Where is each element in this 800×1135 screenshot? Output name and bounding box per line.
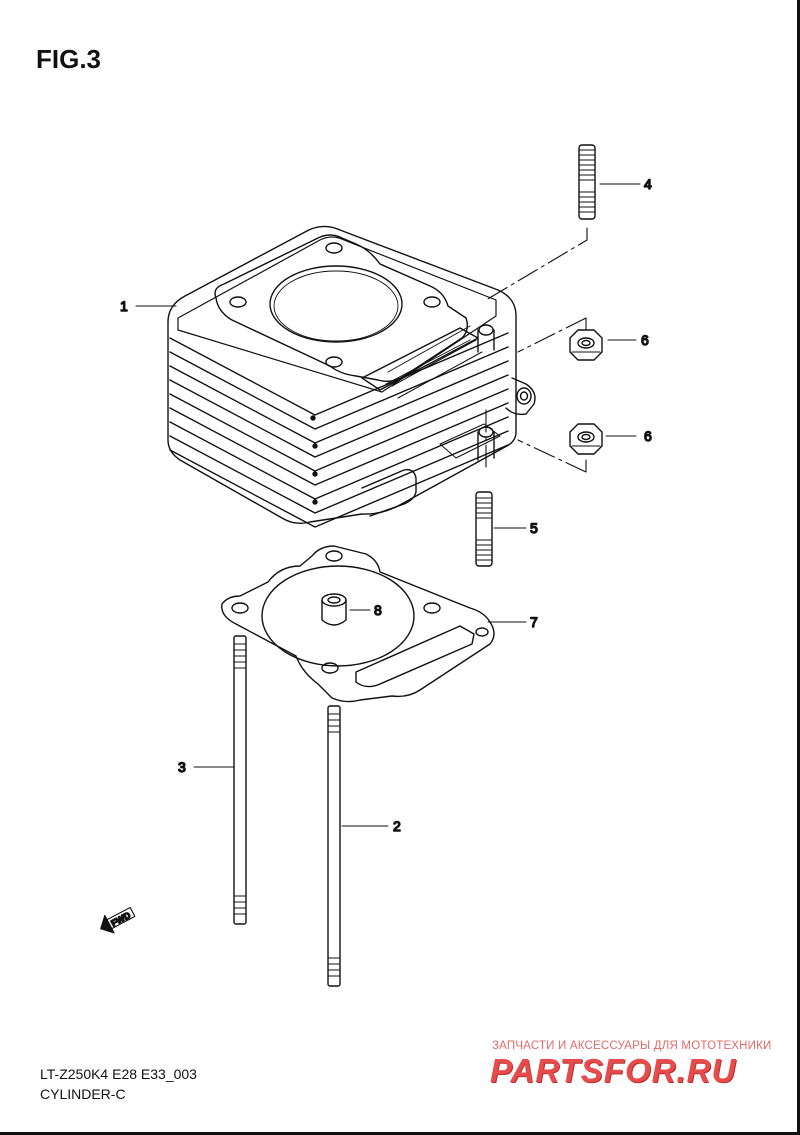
callout-7: 7 xyxy=(530,614,538,630)
stud-upper xyxy=(578,144,596,220)
diagram-code: LT-Z250K4 E28 E33_003 xyxy=(40,1066,197,1082)
leader-lines xyxy=(135,183,641,827)
assembly-lines xyxy=(485,227,588,473)
cylinder-base-gasket xyxy=(221,545,495,703)
callout-1: 1 xyxy=(120,298,128,314)
flange-nut-upper xyxy=(569,329,603,361)
callout-3: 3 xyxy=(178,759,186,775)
frame-right-edge xyxy=(797,0,800,1135)
callout-5: 5 xyxy=(530,520,538,536)
callout-8: 8 xyxy=(374,602,382,618)
figure-title: FIG.3 xyxy=(36,44,102,74)
cylinder-block xyxy=(167,225,536,528)
frame-bottom-edge xyxy=(0,1132,800,1135)
diagram-name: CYLINDER-C xyxy=(40,1086,126,1102)
cooling-fins xyxy=(169,332,509,528)
dowel-pin xyxy=(321,593,347,626)
watermark-logo: PARTSFOR.RU xyxy=(490,1052,737,1089)
long-stud-right xyxy=(327,705,341,987)
callout-4: 4 xyxy=(644,176,652,192)
flange-nut-lower xyxy=(569,423,603,455)
stud-lower xyxy=(475,491,493,567)
callout-6-upper: 6 xyxy=(641,332,649,348)
watermark-tagline: ЗАПЧАСТИ И АКСЕССУАРЫ ДЛЯ МОТОТЕХНИКИ xyxy=(492,1040,772,1052)
fwd-arrow-icon: FWD xyxy=(100,907,136,934)
callout-2: 2 xyxy=(393,818,401,834)
long-stud-left xyxy=(233,635,247,925)
callout-6-lower: 6 xyxy=(644,428,652,444)
